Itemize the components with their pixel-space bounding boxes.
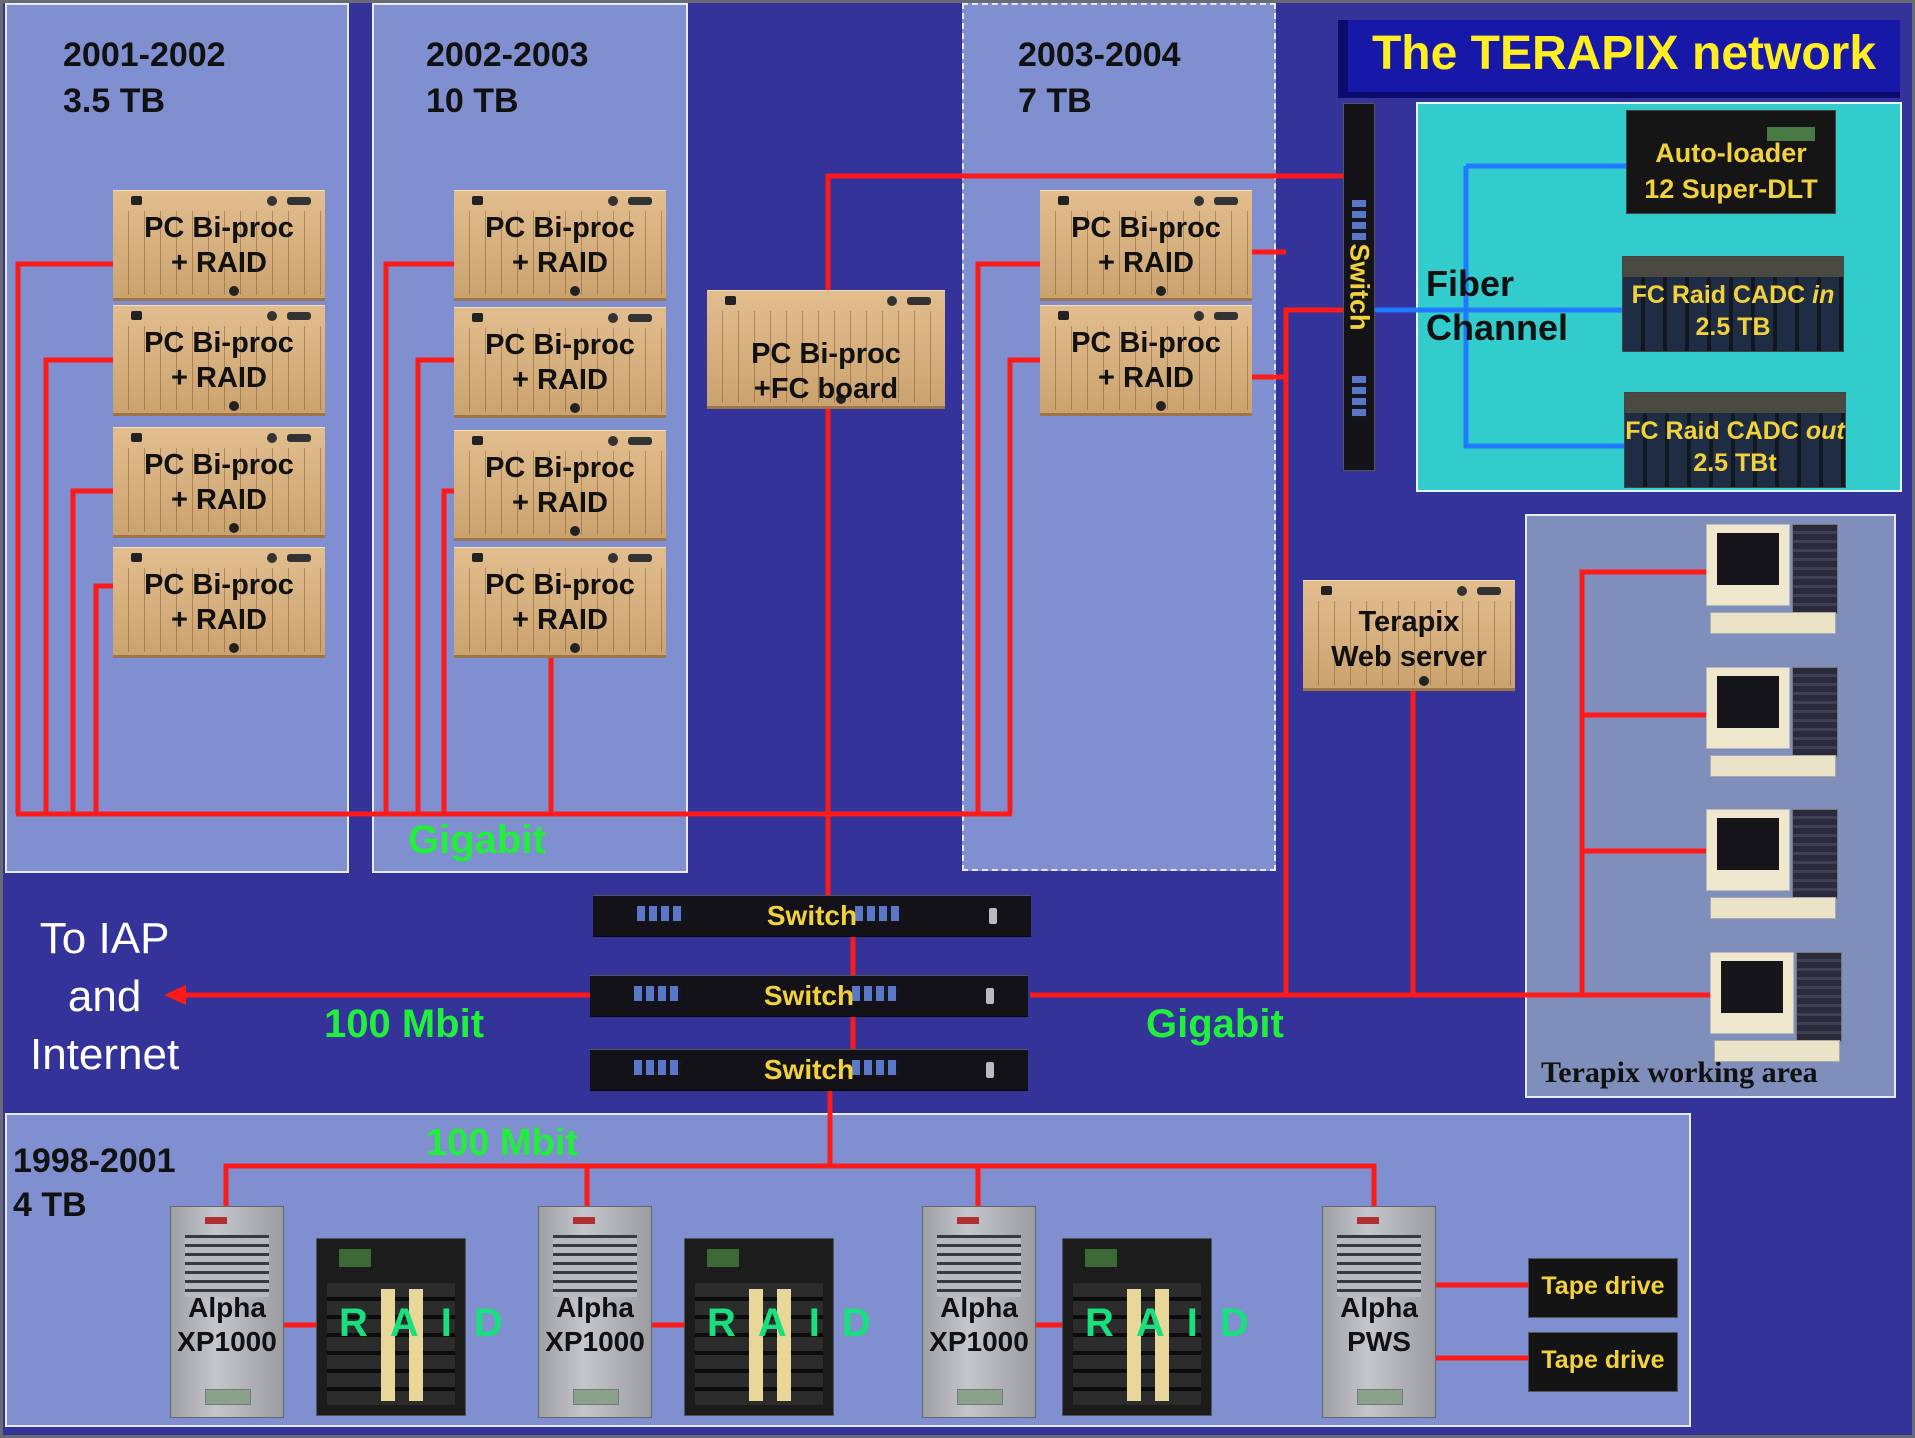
wire-p3-pc2	[1010, 360, 1040, 814]
autoloader: Auto-loader 12 Super-DLT	[1626, 110, 1836, 214]
pc-label: PC Bi-proc + RAID	[454, 451, 666, 521]
switch-3-label: Switch	[590, 1052, 1028, 1088]
raid-label: RAID	[685, 1301, 833, 1346]
workstation-3	[1706, 809, 1838, 921]
wire-p1-pc4	[96, 586, 113, 814]
wire-lan-bus	[226, 1166, 1374, 1206]
web-server: Terapix Web server	[1303, 580, 1515, 691]
alpha-label: Alpha XP1000	[539, 1291, 651, 1359]
gigabit-label-right: Gigabit	[1146, 1002, 1284, 1047]
pc-label: PC Bi-proc + RAID	[454, 328, 666, 398]
workstation-1	[1706, 524, 1838, 636]
pc-label: PC Bi-proc + RAID	[113, 568, 325, 638]
raid-2: RAID	[684, 1238, 834, 1416]
tape-drive-label: Tape drive	[1529, 1272, 1677, 1301]
pc-label: PC Bi-proc + RAID	[113, 448, 325, 518]
switch-1-label: Switch	[593, 898, 1031, 934]
pc-2002-2: PC Bi-proc + RAID	[454, 307, 666, 418]
web-server-label: Terapix Web server	[1303, 605, 1515, 675]
wire-p1-pc1	[18, 264, 113, 814]
pc-2001-1: PC Bi-proc + RAID	[113, 190, 325, 301]
vswitch-label: Switch	[1344, 243, 1375, 330]
pc-label: PC Bi-proc + RAID	[113, 211, 325, 281]
mbit-label-left: 100 Mbit	[324, 1002, 484, 1047]
raid-label: RAID	[317, 1301, 465, 1346]
pc-fc-board: PC Bi-proc +FC board	[707, 290, 945, 409]
raid-1: RAID	[316, 1238, 466, 1416]
alpha-xp1000-3: Alpha XP1000	[922, 1206, 1036, 1418]
alpha-pws-label: Alpha PWS	[1323, 1291, 1435, 1359]
wire-p1-pc3	[73, 491, 113, 814]
alpha-label: Alpha XP1000	[171, 1291, 283, 1359]
pc-2003-2: PC Bi-proc + RAID	[1040, 305, 1252, 416]
autoloader-label: Auto-loader 12 Super-DLT	[1627, 135, 1835, 207]
switch-2: Switch	[590, 975, 1028, 1017]
alpha-xp1000-1: Alpha XP1000	[170, 1206, 284, 1418]
workstation-4	[1710, 952, 1842, 1064]
pc-2003-1: PC Bi-proc + RAID	[1040, 190, 1252, 301]
external-label: To IAP and Internet	[30, 910, 179, 1084]
pc-label: PC Bi-proc + RAID	[1040, 211, 1252, 281]
pc-label: PC Bi-proc + RAID	[454, 211, 666, 281]
tape-drive-label: Tape drive	[1529, 1346, 1677, 1375]
gigabit-label-top: Gigabit	[408, 818, 546, 863]
alpha-label: Alpha XP1000	[923, 1291, 1035, 1359]
tape-drive-2: Tape drive	[1528, 1332, 1678, 1392]
pc-label: PC Bi-proc + RAID	[1040, 326, 1252, 396]
wire-ws-bus	[1582, 572, 1706, 995]
pc-2001-2: PC Bi-proc + RAID	[113, 305, 325, 416]
pc-2002-4: PC Bi-proc + RAID	[454, 547, 666, 658]
switch-1: Switch	[593, 895, 1031, 937]
switch-2-label: Switch	[590, 978, 1028, 1014]
pc-2002-1: PC Bi-proc + RAID	[454, 190, 666, 301]
pc-label: PC Bi-proc + RAID	[454, 568, 666, 638]
raid-label: RAID	[1063, 1301, 1211, 1346]
alpha-xp1000-2: Alpha XP1000	[538, 1206, 652, 1418]
vertical-switch: Switch	[1343, 103, 1375, 471]
pc-2002-3: PC Bi-proc + RAID	[454, 430, 666, 541]
fiber-channel-label: Fiber Channel	[1426, 262, 1568, 350]
raid-3: RAID	[1062, 1238, 1212, 1416]
pc-label: PC Bi-proc + RAID	[113, 326, 325, 396]
fc-pc-label: PC Bi-proc +FC board	[707, 337, 945, 407]
mbit-label-bottom: 100 Mbit	[426, 1122, 578, 1165]
wire-p2-pc3	[444, 491, 454, 814]
wire-p2-pc2	[418, 360, 454, 814]
switch-3: Switch	[590, 1049, 1028, 1091]
tape-drive-1: Tape drive	[1528, 1258, 1678, 1318]
alpha-pws: Alpha PWS	[1322, 1206, 1436, 1418]
pc-2001-4: PC Bi-proc + RAID	[113, 547, 325, 658]
workstation-2	[1706, 667, 1838, 779]
pc-2001-3: PC Bi-proc + RAID	[113, 427, 325, 538]
